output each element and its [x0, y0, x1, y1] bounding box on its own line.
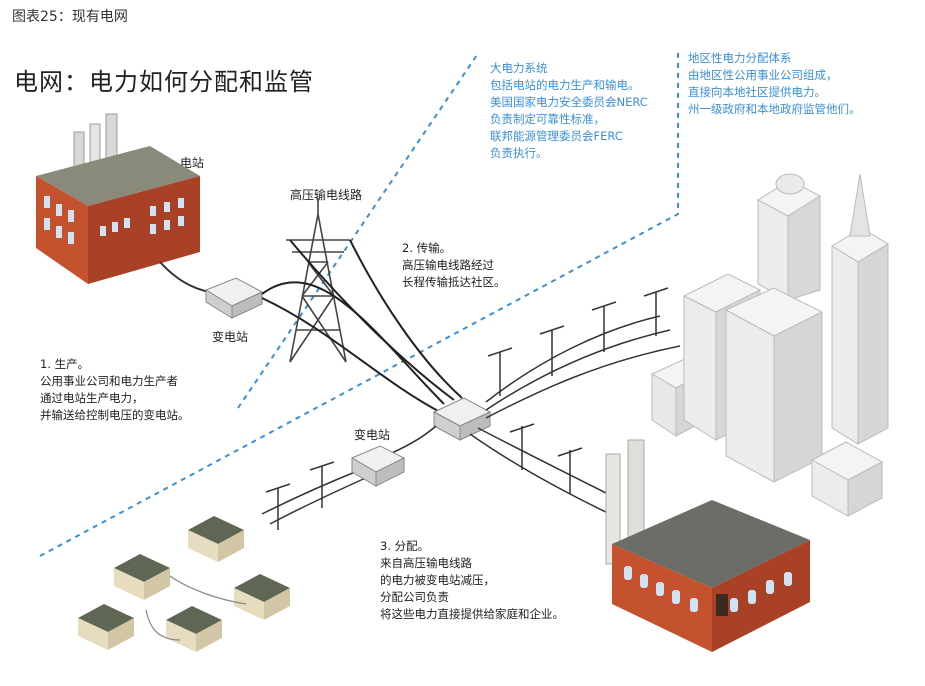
substation-1-icon — [204, 277, 264, 319]
central-substation-icon — [432, 397, 492, 441]
city-buildings-icon — [650, 173, 889, 517]
substation-2-label: 变电站 — [354, 428, 391, 442]
substation-2-icon — [350, 445, 406, 487]
step-transmission-text: 2. 传输。 高压输电线路经过 长程传输抵达社区。 — [402, 241, 506, 289]
substation-1-label: 变电站 — [212, 330, 249, 344]
houses-icon — [78, 516, 290, 652]
power-plant-label: 电站 — [180, 156, 205, 170]
power-plant-icon — [36, 113, 200, 284]
bulk-system-note: 大电力系统 包括电站的电力生产和输电。 美国国家电力安全委员会NERC 负责制定… — [490, 61, 648, 160]
local-system-note: 地区性电力分配体系 由地区性公用事业公司组成， 直接向本地社区提供电力。 州一级… — [688, 51, 861, 116]
generation-divider — [237, 51, 480, 409]
page-title: 电网：电力如何分配和监管 — [14, 68, 314, 96]
hv-lines-label: 高压输电线路 — [290, 188, 363, 202]
transmission-tower-icon — [286, 198, 350, 363]
factory-icon — [605, 439, 810, 652]
bulk-local-divider — [39, 52, 679, 557]
figure-caption: 图表25：现有电网 — [12, 9, 128, 25]
step-generation-text: 1. 生产。 公用事业公司和电力生产者 通过电站生产电力， 并输送给控制电压的变… — [40, 357, 190, 422]
step-distribution-text: 3. 分配。 来自高压输电线路 的电力被变电站减压， 分配公司负责 将这些电力直… — [380, 539, 564, 621]
